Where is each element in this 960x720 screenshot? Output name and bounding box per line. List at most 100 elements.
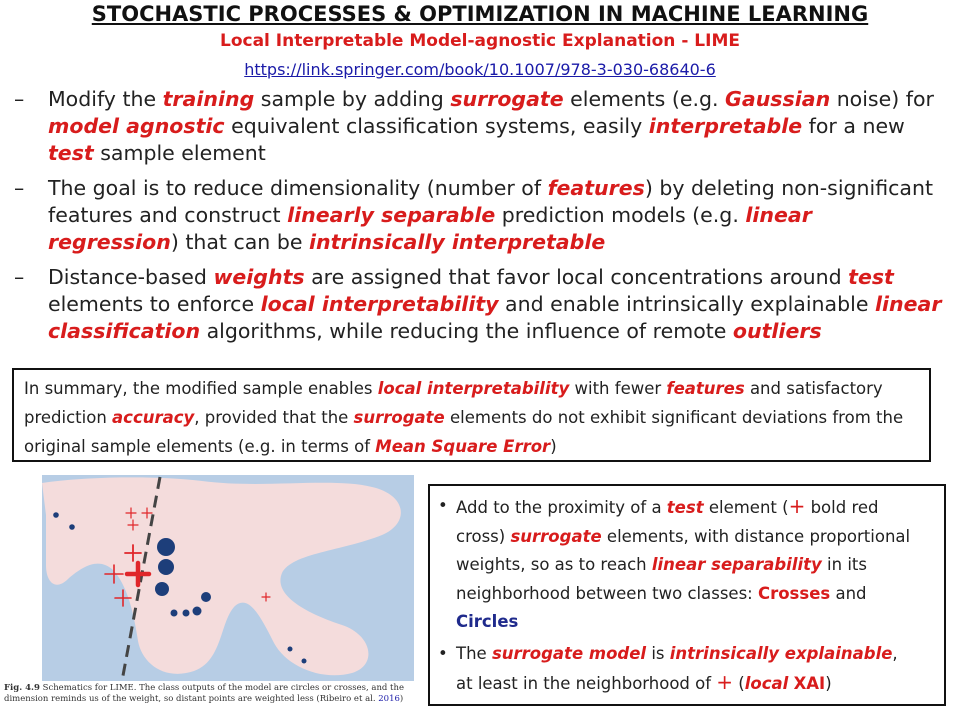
decision-region [42, 477, 401, 676]
circle-marker [182, 609, 190, 617]
bullet-text: Modify the training sample by adding sur… [48, 86, 949, 167]
bullet-text: The goal is to reduce dimensionality (nu… [48, 175, 949, 256]
emphasis-text: Gaussian [725, 87, 831, 111]
emphasis-text: Circles [456, 612, 519, 631]
emphasis-text: weights [213, 265, 305, 289]
circle-marker [192, 606, 202, 616]
text-run: sample element [93, 141, 266, 165]
crosses-group [104, 507, 271, 607]
text-run: ) that can be [170, 230, 309, 254]
summary-box: In summary, the modified sample enables … [12, 368, 931, 462]
emphasis-text: features [547, 176, 645, 200]
text-run: In summary, the modified sample enables [24, 379, 378, 398]
emphasis-text: local interpretability [377, 379, 570, 398]
emphasis-text: linear separability [651, 555, 822, 574]
emphasis-text: outliers [732, 319, 822, 343]
text-run: prediction models (e.g. [495, 203, 746, 227]
text-run: Modify the [48, 87, 163, 111]
text-run: elements (e.g. [563, 87, 726, 111]
text-run: bold red cross) [456, 498, 879, 546]
explanation-item: • The surrogate model is intrinsically e… [438, 640, 936, 699]
text-run: The [456, 643, 492, 663]
text-run: , provided that the [194, 408, 354, 427]
slide-subtitle: Local Interpretable Model-agnostic Expla… [219, 31, 740, 51]
explanation-text: The surrogate model is intrinsically exp… [456, 640, 918, 699]
emphasis-text: accuracy [112, 408, 195, 427]
emphasis-text: surrogate model [491, 643, 647, 663]
cross-marker [261, 592, 271, 602]
emphasis-text: model agnostic [48, 114, 225, 138]
bullet-marker: • [438, 496, 448, 515]
text-run: elements to enforce [48, 292, 261, 316]
text-run: element ( [703, 498, 789, 517]
summary-text: In summary, the modified sample enables … [24, 379, 903, 456]
text-run: is [646, 643, 670, 663]
reference-link[interactable]: https://link.springer.com/book/10.1007/9… [244, 60, 716, 79]
text-run: , at least in the neighborhood of [456, 643, 898, 694]
circles-group [53, 512, 307, 664]
bullet-item: – The goal is to reduce dimensionality (… [14, 175, 949, 256]
emphasis-text: training [162, 87, 255, 111]
cross-marker [114, 589, 132, 607]
emphasis-text: test [48, 141, 94, 165]
text-run: Distance-based [48, 265, 214, 289]
caption-label: Fig. 4.9 [4, 683, 40, 693]
text-run: noise) for [830, 87, 934, 111]
bullet-marker: – [14, 265, 25, 289]
emphasis-text: test [666, 498, 704, 517]
emphasis-text: Crosses [757, 583, 831, 603]
emphasis-text: interpretable [648, 114, 803, 138]
cross-icon: + [716, 670, 734, 694]
text-run: ( [733, 674, 745, 693]
circle-marker [301, 658, 307, 664]
cross-marker [141, 507, 153, 519]
emphasis-text: surrogate [450, 87, 564, 111]
emphasis-text: linear regression [48, 203, 812, 254]
bullet-marker: – [14, 176, 25, 200]
emphasis-text: linear classification [48, 292, 942, 343]
text-run: for a new [802, 114, 905, 138]
circle-marker [287, 646, 293, 652]
explanation-box: • Add to the proximity of a test element… [428, 484, 946, 706]
emphasis-text: intrinsically interpretable [308, 230, 606, 254]
text-run: sample by adding [254, 87, 451, 111]
text-run: and satisfactory prediction [24, 379, 883, 427]
slide-title: STOCHASTIC PROCESSES & OPTIMIZATION IN M… [91, 2, 869, 26]
cross-marker [125, 507, 137, 519]
bullet-item: – Distance-based weights are assigned th… [14, 264, 949, 345]
explanation-item: • Add to the proximity of a test element… [438, 492, 936, 637]
caption-citation-link[interactable]: 2016 [378, 694, 400, 704]
circle-marker [155, 582, 169, 596]
circle-marker [53, 512, 59, 518]
text-run: Add to the proximity of a [456, 498, 667, 517]
text-run: and enable intrinsically explainable [498, 292, 875, 316]
lime-schematic-figure [42, 475, 414, 681]
caption-text: Schematics for LIME. The class outputs o… [4, 683, 404, 704]
bullet-text: Distance-based weights are assigned that… [48, 264, 949, 345]
text-run: elements, with distance proportional wei… [456, 526, 911, 575]
emphasis-text: local [744, 674, 789, 693]
cross-marker [104, 564, 124, 584]
caption-end: ) [399, 694, 404, 704]
emphasis-text: test [848, 265, 894, 289]
text-run: ) [825, 674, 832, 693]
circle-marker [201, 592, 211, 602]
text-run: are assigned that favor local concentrat… [304, 265, 849, 289]
bullet-marker: • [438, 643, 448, 663]
text-run: and [830, 583, 867, 603]
cross-marker [124, 544, 142, 562]
text-run: The goal is to reduce dimensionality (nu… [48, 176, 548, 200]
emphasis-text: Mean Square Error [375, 437, 551, 456]
bullet-item: – Modify the training sample by adding s… [14, 86, 949, 167]
text-run: ) by deleting non-significant features a… [48, 176, 934, 227]
emphasis-text: XAI [793, 674, 826, 693]
test-instance-cross [124, 560, 152, 588]
circle-marker [69, 524, 75, 530]
circle-marker [158, 559, 174, 575]
bullet-marker: – [14, 87, 25, 111]
emphasis-text: linearly separable [287, 203, 496, 227]
linear-explanation-line [120, 476, 162, 681]
cross-icon: + [788, 494, 806, 518]
circle-marker [170, 609, 178, 617]
emphasis-text: local interpretability [260, 292, 499, 316]
